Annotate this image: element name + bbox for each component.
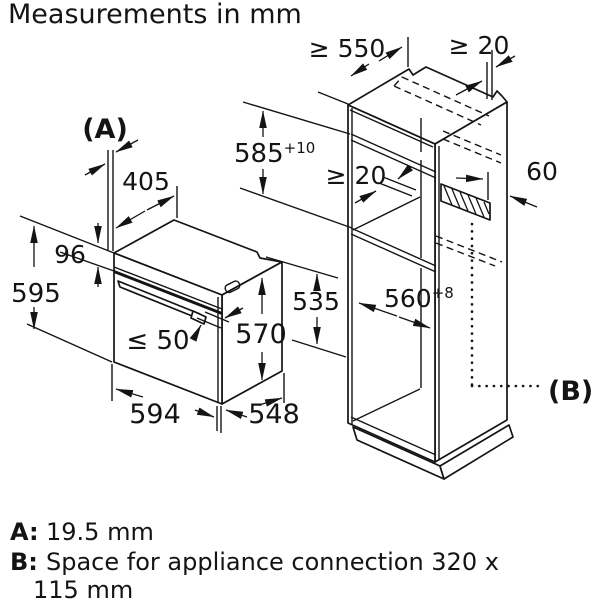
dim-20-mid-label: ≥ 20	[326, 161, 387, 190]
legend-b-key: B:	[10, 548, 38, 576]
dim-550-label: ≥ 550	[309, 34, 386, 63]
cabinet-plinth-side	[439, 424, 514, 480]
page-title: Measurements in mm	[8, 0, 302, 30]
dim-50-label: ≤ 50	[126, 326, 189, 356]
labels: Measurements in mm (A) (B) 405 96 595 ≤ …	[8, 0, 593, 600]
arrow-405-right	[146, 195, 175, 211]
dim-585-label: 585+10	[234, 139, 315, 169]
oven-control-panel-line	[113, 266, 223, 310]
dim-20-top-label: ≥ 20	[449, 31, 510, 60]
legend-a-value: 19.5 mm	[46, 518, 154, 546]
dim-585-tolerance: +10	[284, 139, 316, 157]
arrow-548-left	[225, 409, 248, 419]
dim-560-label: 560+8	[384, 284, 454, 313]
arrow-20mid-left	[354, 190, 377, 204]
arrow-550-right	[378, 46, 403, 62]
arrow-a-right	[115, 139, 139, 153]
dim-96-label: 96	[54, 240, 86, 269]
legend-b-value-line1: Space for appliance connection 320 x	[46, 548, 499, 576]
arrow-560-right	[398, 316, 431, 329]
callout-b-label: (B)	[548, 376, 593, 407]
dimension-arrows	[30, 46, 538, 419]
arrow-594-left	[115, 388, 144, 398]
dim-595-label: 595	[11, 279, 61, 309]
hidden-edge-lines	[393, 76, 503, 267]
cabinet-extension-lines	[239, 37, 493, 229]
dim-548-label: 548	[248, 399, 300, 430]
legend-a-key: A:	[10, 518, 39, 546]
oven-door-gap-line	[113, 270, 223, 315]
arrow-20top-left	[455, 80, 483, 96]
arrow-560-left	[358, 302, 398, 317]
dim-405-label: 405	[122, 167, 170, 196]
arrow-50-right	[224, 306, 244, 319]
arrow-550-left	[350, 63, 370, 77]
oven-side-grip-cutout	[224, 280, 241, 294]
callout-a-label: (A)	[82, 114, 128, 145]
oven-extension-lines	[19, 150, 347, 433]
arrow-60	[509, 195, 538, 208]
legend-b-value-line2: 115 mm	[33, 576, 133, 600]
arrow-connection-bar	[455, 174, 484, 183]
extension-lines	[19, 37, 493, 433]
dim-594-label: 594	[129, 399, 181, 430]
dim-535-label: 535	[292, 287, 340, 316]
dim-60-label: 60	[526, 157, 558, 186]
arrow-50-left	[189, 324, 202, 342]
arrow-405-left	[115, 210, 146, 229]
dim-570-label: 570	[235, 319, 287, 350]
arrow-a-left	[84, 163, 106, 176]
cabinet-drawing	[347, 66, 544, 480]
arrow-548-right	[258, 397, 283, 407]
arrow-594-right	[194, 407, 215, 418]
hatch-lines	[443, 185, 490, 218]
arrow-20mid-right	[397, 164, 414, 180]
oven-drawing	[113, 219, 283, 405]
callout-b-dotted-leader	[470, 222, 544, 388]
arrow-20top-right	[495, 55, 516, 68]
dim-560-tolerance: +8	[432, 284, 454, 302]
